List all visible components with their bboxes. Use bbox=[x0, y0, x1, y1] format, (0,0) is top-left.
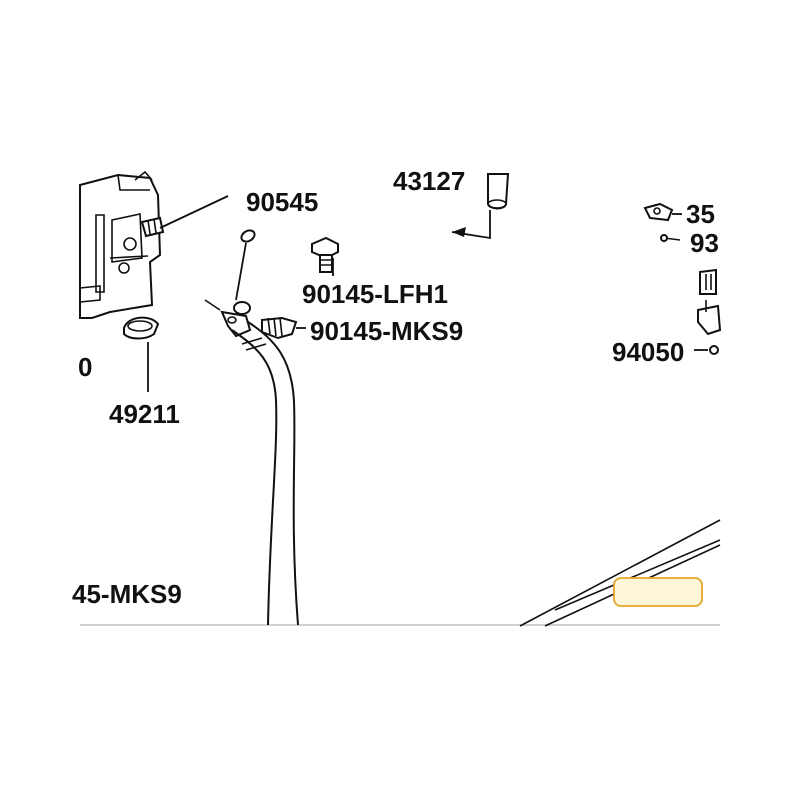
hose-line bbox=[231, 321, 299, 626]
label-94050: 94050 bbox=[612, 337, 684, 367]
grommet-49211 bbox=[123, 316, 160, 392]
label-partial-93: 93 bbox=[690, 228, 719, 258]
o-ring-90545 bbox=[235, 229, 256, 301]
body-fitting bbox=[140, 216, 165, 238]
frame-rails bbox=[519, 519, 721, 627]
bolt-90145-lfh1 bbox=[311, 236, 339, 276]
label-90545: 90545 bbox=[246, 187, 318, 217]
bracket-assembly bbox=[694, 268, 722, 355]
label-partial-35: 35 bbox=[686, 199, 715, 229]
highlight-box[interactable] bbox=[613, 577, 703, 607]
hose-43127 bbox=[451, 173, 510, 240]
label-43127: 43127 bbox=[393, 166, 465, 196]
hose-banjo-joint bbox=[204, 299, 252, 338]
label-90145-mks9: 90145-MKS9 bbox=[310, 316, 463, 346]
label-49211: 49211 bbox=[109, 399, 180, 429]
screw-93 bbox=[660, 234, 681, 242]
clip-35 bbox=[643, 202, 682, 222]
label-partial-45-mks9: 45-MKS9 bbox=[72, 579, 182, 609]
label-partial-0: 0 bbox=[78, 352, 92, 382]
valve-body-assembly bbox=[79, 170, 162, 319]
label-90145-lfh1: 90145-LFH1 bbox=[302, 279, 448, 309]
leader-body-fitting bbox=[159, 195, 229, 229]
bolt-90145-mks9 bbox=[261, 316, 306, 340]
